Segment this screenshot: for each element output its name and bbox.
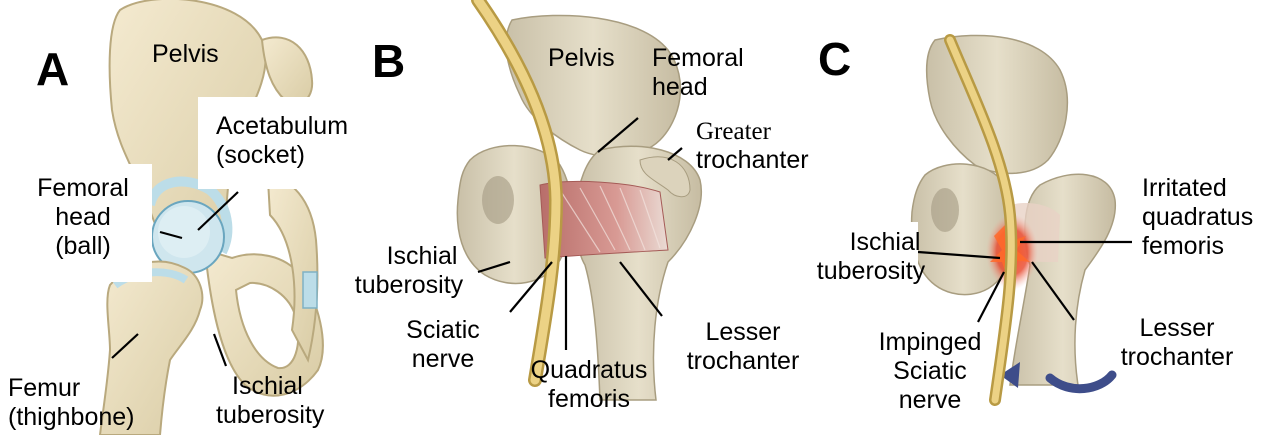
label-impinged-c: Impinged Sciatic nerve — [860, 328, 1000, 415]
label-pelvis-a: Pelvis — [152, 40, 219, 69]
label-irritated-c: Irritated quadratus femoris — [1142, 174, 1253, 261]
label-sciatic-b: Sciatic nerve — [386, 316, 500, 374]
panel-letter-c: C — [818, 36, 851, 82]
label-femoral-head-b: Femoral head — [652, 44, 744, 102]
label-pelvis-b: Pelvis — [548, 44, 615, 73]
label-ischial-a: Ischial tuberosity — [216, 372, 324, 430]
pelvis-fragment-a — [262, 37, 312, 104]
label-femoral-head-a: Femoral head (ball) — [24, 174, 142, 261]
label-lesser-c: Lesser trochanter — [1100, 314, 1254, 372]
panel-letter-b: B — [372, 38, 405, 84]
label-greater-trochanter-b: Greater trochanter — [696, 117, 809, 175]
label-acetabulum: Acetabulum (socket) — [216, 112, 348, 170]
label-femur: Femur (thighbone) — [8, 374, 134, 432]
label-quadratus-b: Quadratus femoris — [514, 356, 664, 414]
label-ischial-c: Ischial tuberosity — [806, 228, 936, 286]
label-lesser-b: Lesser trochanter — [666, 318, 820, 376]
label-ischial-b: Ischial tuberosity — [344, 242, 474, 300]
panel-letter-a: A — [36, 46, 69, 92]
